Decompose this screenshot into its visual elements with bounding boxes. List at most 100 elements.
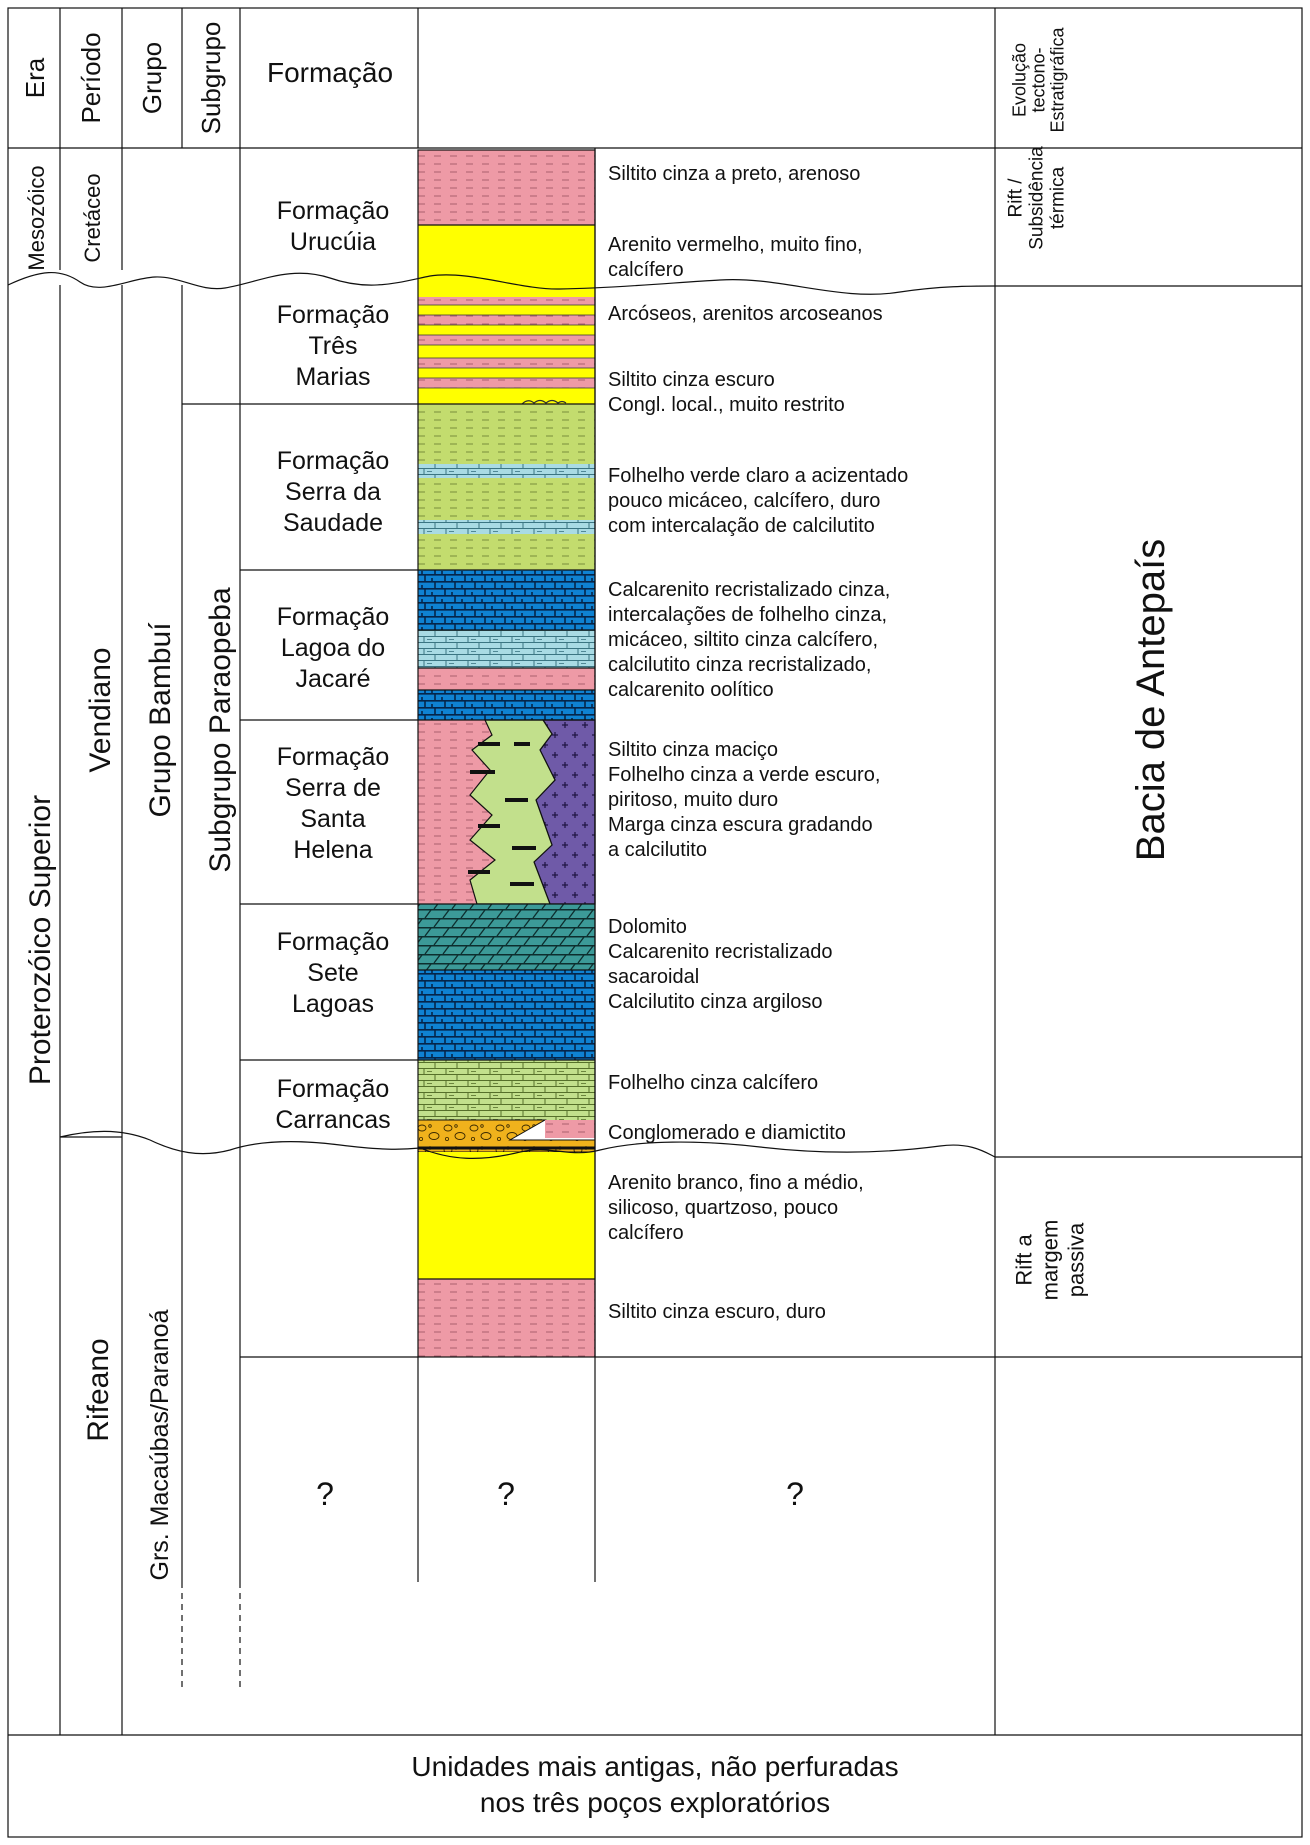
table-grid — [7, 7, 1303, 1838]
description-tres-marias-1-line: Arcóseos, arenitos arcoseanos — [608, 303, 883, 325]
tectonic-rift-margem-line: Rift a — [1012, 1234, 1037, 1286]
header-era: Era — [20, 57, 50, 98]
unconformity-lower — [59, 1130, 996, 1159]
formation-urucuia-line: Formação — [277, 197, 390, 225]
description-sete-lagoas-line: Calcarenito recristalizado — [608, 941, 833, 963]
description-serra-de-santa-helena-line: piritoso, muito duro — [608, 789, 778, 811]
description-macaubas-1-line: Arenito branco, fino a médio, — [608, 1172, 864, 1194]
serra-de-santa-helena-layers — [418, 719, 596, 905]
description-tres-marias-1: Arcóseos, arenitos arcoseanos — [608, 303, 883, 325]
description-serra-de-santa-helena-line: Marga cinza escura gradando — [608, 814, 873, 836]
formation-labels: FormaçãoUrucúiaFormaçãoTrêsMariasFormaçã… — [275, 197, 390, 1134]
header-evolucao-text-line: Estratigráfica — [1047, 26, 1067, 132]
formation-lagoa-do-jacare-line: Jacaré — [295, 665, 370, 693]
tectonic-rift-subsidencia-line: Rift / — [1006, 178, 1027, 218]
header-formacao: Formação — [267, 57, 393, 88]
description-urucuia-1: Siltito cinza a preto, arenoso — [608, 163, 860, 185]
description-lagoa-do-jacare-line: calcarenito oolítico — [608, 679, 774, 701]
description-carrancas-1-line: Folhelho cinza calcífero — [608, 1072, 818, 1094]
description-lagoa-do-jacare-line: intercalações de folhelho cinza, — [608, 604, 887, 626]
footer-note: Unidades mais antigas, não perfuradas no… — [411, 1751, 898, 1818]
formation-sete-lagoas-line: Formação — [277, 928, 390, 956]
description-serra-de-santa-helena-line: Siltito cinza maciço — [608, 739, 778, 761]
table-header: Era Período Grupo Subgrupo Formação Evol… — [20, 22, 1067, 135]
footer-line-2: nos três poços exploratórios — [480, 1787, 830, 1818]
header-grupo: Grupo — [137, 42, 167, 114]
description-urucuia-2-line: Arenito vermelho, muito fino, — [608, 234, 863, 256]
description-sete-lagoas-line: Calcilutito cinza argiloso — [608, 991, 823, 1013]
lithology-column — [417, 149, 596, 1358]
group-macaubas: Grs. Macaúbas/Paranoá — [146, 1309, 174, 1580]
formation-serra-da-saudade-line: Formação — [277, 447, 390, 475]
description-serra-de-santa-helena-line: Folhelho cinza a verde escuro, — [608, 764, 880, 786]
header-evolucao-text-line: tectono- — [1028, 47, 1048, 112]
subgroup-paraopeba: Subgrupo Paraopeba — [204, 587, 237, 873]
formation-lagoa-do-jacare-line: Formação — [277, 603, 390, 631]
description-lagoa-do-jacare-line: micáceo, siltito cinza calcífero, — [608, 629, 878, 651]
period-cretaceo: Cretáceo — [80, 173, 105, 262]
description-sete-lagoas-line: sacaroidal — [608, 966, 699, 988]
sete-lagoas-layers — [418, 904, 595, 1060]
description-sete-lagoas-line: Dolomito — [608, 916, 687, 938]
description-macaubas-2-line: Siltito cinza escuro, duro — [608, 1301, 826, 1323]
unknown-litologia: ? — [497, 1476, 515, 1512]
description-urucuia-2: Arenito vermelho, muito fino, calcífero — [608, 234, 863, 281]
lagoa-do-jacare-layers — [418, 570, 595, 720]
period-rifeano: Rifeano — [82, 1338, 115, 1441]
formation-urucuia-line: Urucúia — [290, 228, 376, 256]
tectonic-rift-margem-line: passiva — [1064, 1222, 1089, 1297]
urucuia-siltito-layer — [418, 150, 595, 225]
unknown-formacao: ? — [316, 1476, 334, 1512]
description-serra-da-saudade-line: Folhelho verde claro a acizentado — [608, 465, 908, 487]
macaubas-arenito-layer — [418, 1152, 595, 1279]
description-macaubas-1-line: calcífero — [608, 1222, 684, 1244]
description-lagoa-do-jacare-line: Calcarenito recristalizado cinza, — [608, 579, 890, 601]
tectonic-rift-subsidencia-line: térmica — [1048, 166, 1069, 229]
description-carrancas-1: Folhelho cinza calcífero — [608, 1072, 818, 1094]
formation-serra-de-santa-helena-line: Serra de — [285, 774, 381, 802]
carrancas-layers — [417, 1060, 596, 1153]
formation-tres-marias-line: Três — [308, 332, 357, 360]
formation-serra-de-santa-helena-line: Helena — [293, 836, 372, 864]
description-urucuia-2-line: calcífero — [608, 259, 684, 281]
description-macaubas-1-line: silicoso, quartzoso, pouco — [608, 1197, 838, 1219]
unconformity-upper — [7, 271, 996, 295]
period-vendiano: Vendiano — [84, 647, 117, 772]
tres-marias-layers — [418, 297, 595, 405]
formation-tres-marias-line: Formação — [277, 301, 390, 329]
formation-sete-lagoas-line: Sete — [307, 959, 358, 987]
description-carrancas-2: Conglomerado e diamictito — [608, 1122, 846, 1144]
tectonic-rift-margem-line: margem — [1038, 1220, 1063, 1301]
description-serra-da-saudade-line: com intercalação de calcilutito — [608, 515, 875, 537]
footer-line-1: Unidades mais antigas, não perfuradas — [411, 1751, 898, 1782]
description-macaubas-1: Arenito branco, fino a médio, silicoso, q… — [608, 1172, 864, 1244]
description-urucuia-1-line: Siltito cinza a preto, arenoso — [608, 163, 860, 185]
formation-tres-marias-line: Marias — [295, 363, 370, 391]
group-bambui: Grupo Bambuí — [144, 622, 177, 818]
formation-serra-da-saudade-line: Saudade — [283, 509, 383, 537]
description-tres-marias-2-line: Siltito cinza escuro — [608, 369, 775, 391]
tectonic-bacia-antepais: Bacia de Antepaís — [1129, 539, 1173, 861]
description-lagoa-do-jacare-line: calcilutito cinza recristalizado, — [608, 654, 871, 676]
formation-carrancas-line: Formação — [277, 1075, 390, 1103]
era-proterozoico: Proterozóico Superior — [24, 795, 57, 1085]
description-macaubas-2: Siltito cinza escuro, duro — [608, 1301, 826, 1323]
tectonic-bacia-antepais-line: Bacia de Antepaís — [1129, 539, 1173, 861]
